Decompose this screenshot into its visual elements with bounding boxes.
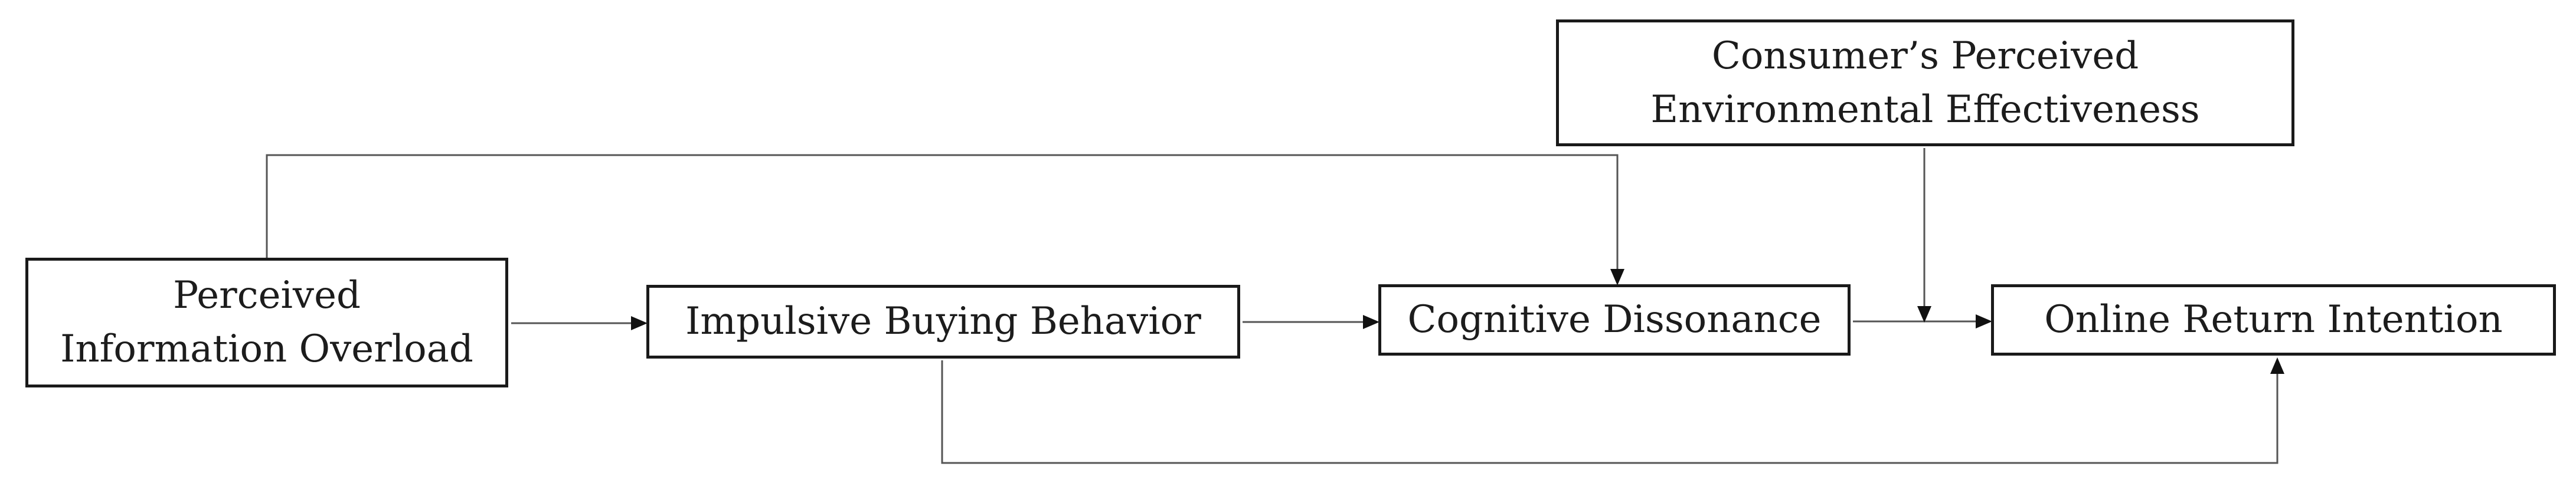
node-label-cpee: Consumer’s Perceived Environmental Effec… <box>1650 34 2200 132</box>
arrow-cd-to-ori <box>1853 314 1992 328</box>
node-label-pio: Perceived Information Overload <box>60 274 473 371</box>
node-label-ibb: Impulsive Buying Behavior <box>685 300 1201 344</box>
arrow-ibb-to-ori-bottom-path <box>941 357 2284 464</box>
node-consumers-perceived-environmental-effectiveness: Consumer’s Perceived Environmental Effec… <box>1556 19 2294 146</box>
node-impulsive-buying-behavior: Impulsive Buying Behavior <box>646 285 1240 359</box>
arrow-pio-to-ibb <box>511 316 648 330</box>
node-cognitive-dissonance: Cognitive Dissonance <box>1378 284 1851 356</box>
arrow-cpee-moderation <box>1917 148 1931 323</box>
node-label-cd: Cognitive Dissonance <box>1407 298 1822 342</box>
arrow-pio-to-cd-top-path <box>266 154 1624 285</box>
node-perceived-information-overload: Perceived Information Overload <box>25 258 508 387</box>
arrow-ibb-to-cd <box>1243 315 1379 329</box>
node-online-return-intention: Online Return Intention <box>1991 284 2556 356</box>
node-label-ori: Online Return Intention <box>2044 298 2503 342</box>
